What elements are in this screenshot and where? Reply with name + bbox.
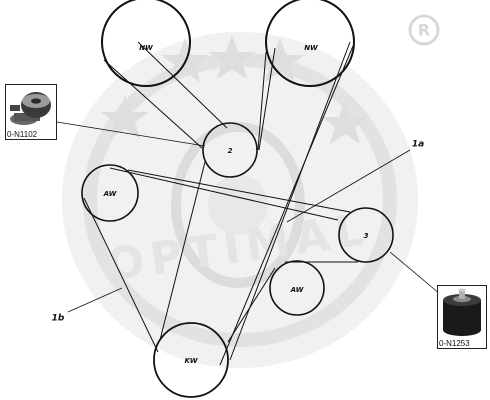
pulley-kw (153, 322, 229, 398)
belt-strand (127, 169, 351, 213)
belt-strand (227, 267, 276, 343)
pulley-labels: NW NW 2 AW 3 AW KW (103, 44, 369, 365)
watermark-star (256, 38, 304, 82)
belt-strand (159, 161, 206, 341)
tensioner-part-code: 0-N1102 (7, 130, 38, 139)
pulley-nw-left (101, 0, 191, 87)
callout-line-tensioner (56, 121, 206, 147)
watermark-hub (171, 122, 305, 288)
pulley-3 (338, 207, 394, 263)
pulley-aw-left (81, 164, 139, 222)
idler-thumbnail[interactable]: 0-N1253 (437, 285, 487, 349)
watermark-star (208, 35, 256, 79)
idler-roller-bottom (443, 324, 481, 336)
belt (83, 41, 358, 366)
registered-mark: R (408, 14, 440, 46)
registered-mark-ring (408, 14, 440, 46)
idler-roller-icon (443, 288, 481, 336)
belt-strand (137, 41, 228, 129)
idler-roller-bolt-head (458, 288, 466, 292)
pulley-label: 3 (364, 232, 369, 240)
tensioner-base (14, 113, 40, 121)
pulley-label: KW (185, 357, 198, 365)
idler-roller-bolt (459, 290, 465, 299)
watermark-star (101, 95, 149, 139)
belt-strand (257, 51, 267, 151)
pulley-nw-right (265, 0, 355, 87)
pulleys (81, 0, 394, 398)
callout-line-1b (67, 287, 123, 313)
belt-label-1a: 1a (412, 140, 424, 150)
belt-strand (83, 197, 159, 353)
watermark-star (161, 38, 209, 82)
watermark-star (321, 100, 369, 144)
pulley-label: NW (304, 44, 318, 52)
tensioner-lever (10, 105, 20, 111)
idler-part-code: 0-N1253 (439, 339, 470, 348)
registered-mark-glyph: R (418, 21, 430, 40)
callout-line-1a (286, 149, 411, 223)
tensioner-thumbnail[interactable]: 0-N1102 (5, 84, 57, 140)
belt-strand (103, 59, 203, 149)
tensioner-wheel-hub (31, 98, 41, 104)
watermark: OPTIMAL (62, 32, 418, 368)
belt-strand (219, 45, 354, 366)
belt-strand (109, 167, 339, 221)
pulley-label: AW (103, 190, 117, 198)
pulley-aw-right (269, 260, 325, 316)
watermark-hub-center (208, 175, 268, 235)
belt-label-1b: 1b (52, 314, 65, 324)
pulley-label: NW (139, 44, 153, 52)
callouts (56, 121, 441, 313)
callout-line-idler (389, 251, 441, 295)
pulley-label: 2 (228, 147, 233, 155)
pulley-label: AW (290, 286, 304, 294)
watermark-stars (101, 35, 369, 144)
tensioner-pulley-icon (10, 92, 51, 125)
pulley-2 (202, 122, 258, 178)
